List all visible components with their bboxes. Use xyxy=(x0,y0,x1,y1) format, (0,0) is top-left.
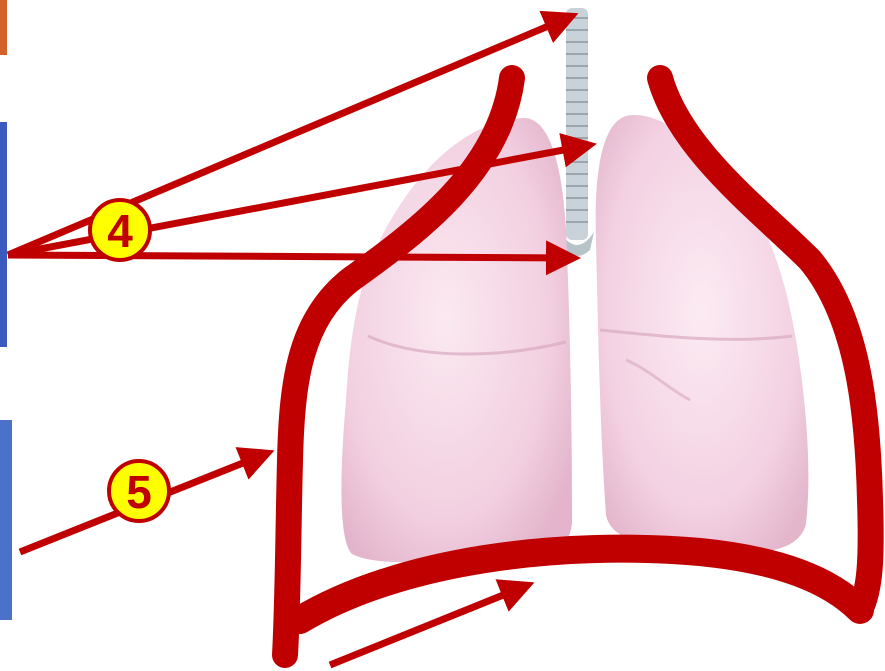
arrow-to-bronchi xyxy=(8,255,574,258)
marker-4: 4 xyxy=(90,200,150,260)
marker-5-label: 5 xyxy=(126,466,152,518)
marker-5: 5 xyxy=(109,461,169,521)
marker-4-label: 4 xyxy=(107,205,133,257)
